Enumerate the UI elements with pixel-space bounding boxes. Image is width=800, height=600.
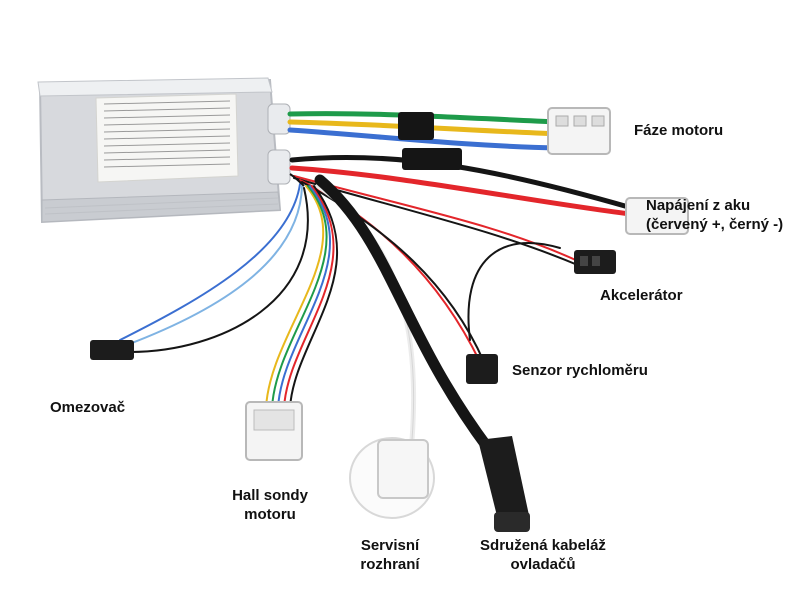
speed-sensor-connector-icon <box>466 354 498 384</box>
controller-box-icon <box>37 77 291 224</box>
label-napajeni-line2: (červený +, černý -) <box>646 216 784 233</box>
label-servis-line2: rozhraní <box>360 556 420 573</box>
label-akcelerator: Akcelerátor <box>600 287 683 304</box>
service-connector-icon <box>349 437 435 519</box>
limiter-connector-icon <box>90 340 134 360</box>
label-hall-line1: Hall sondy <box>232 487 308 504</box>
battery-connector-icon <box>625 197 689 235</box>
phase-connector-icon <box>547 107 611 155</box>
label-sdruzena-line1: Sdružená kabeláž <box>480 537 606 554</box>
label-senzor-rychlomeru: Senzor rychloměru <box>512 362 648 379</box>
hall-connector-icon <box>245 401 303 461</box>
label-servis-line1: Servisní <box>360 537 420 554</box>
label-faze-motoru: Fáze motoru <box>634 122 724 139</box>
combined-plug-icon <box>478 436 530 532</box>
label-omezovac: Omezovač <box>50 399 126 416</box>
label-napajeni-line1: Napájení z aku <box>646 197 751 214</box>
accelerator-connector-icon <box>574 250 616 274</box>
label-sdruzena-line2: ovladačů <box>510 556 576 573</box>
label-hall-line2: motoru <box>244 506 296 523</box>
